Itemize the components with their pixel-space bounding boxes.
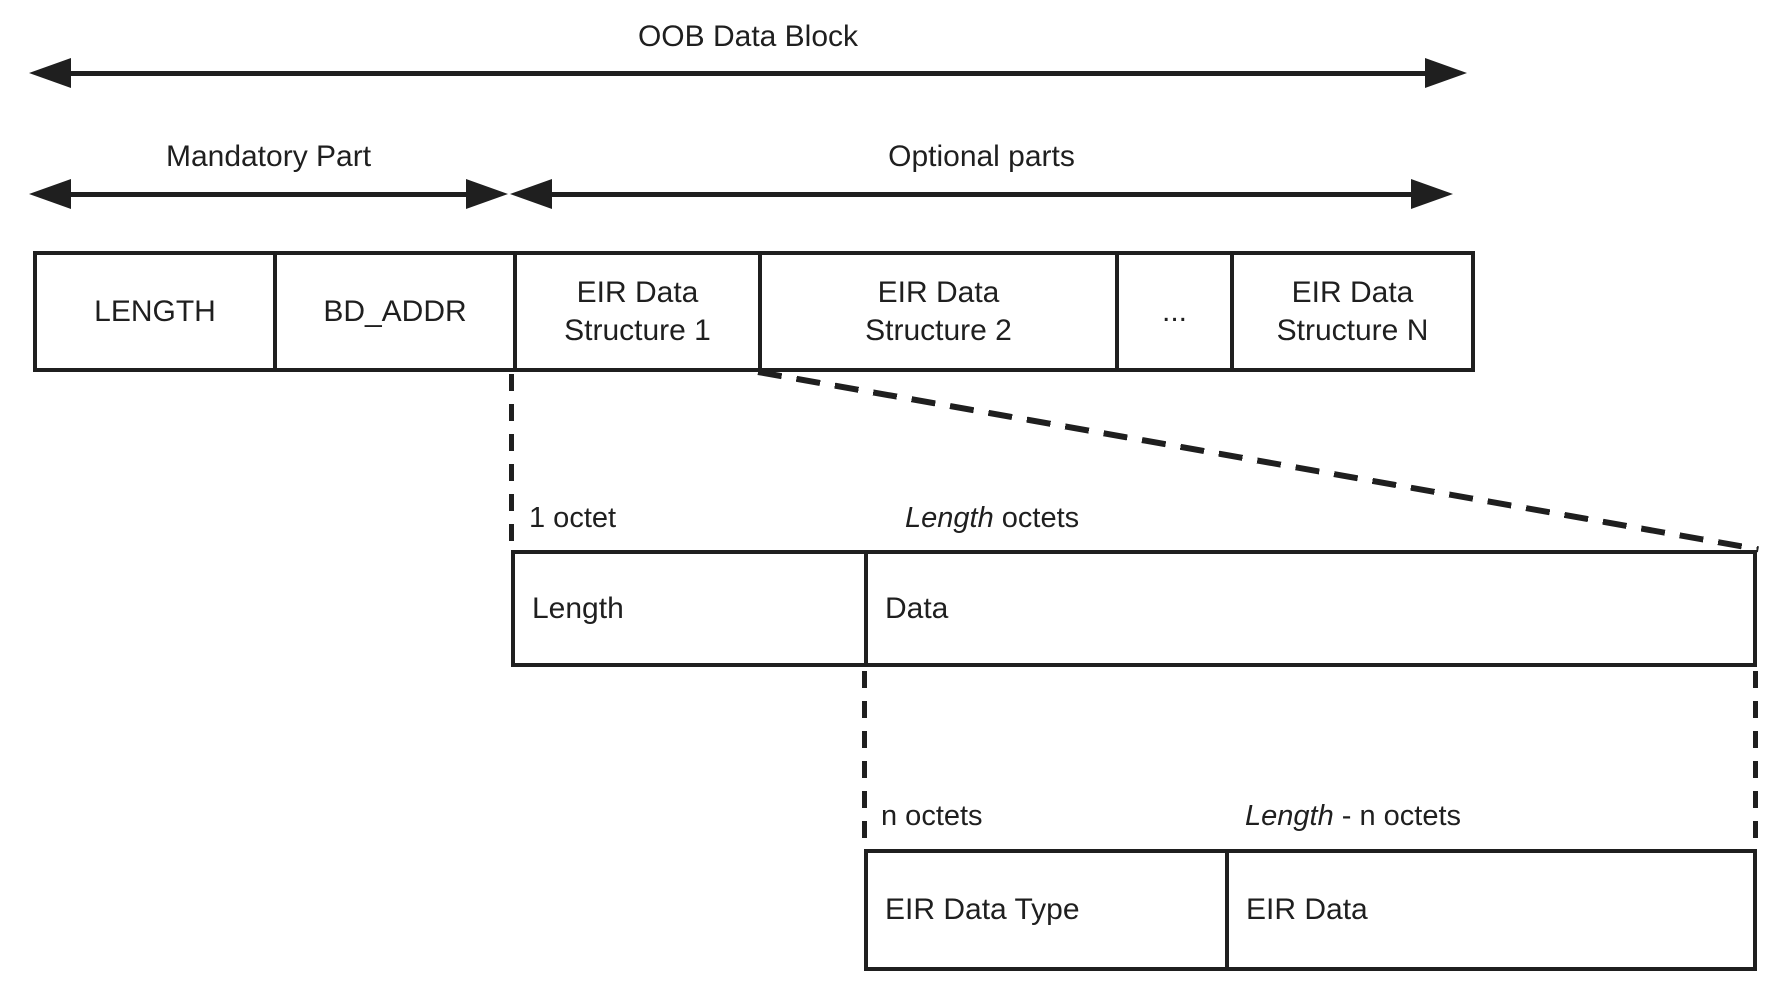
- cell-text: EIR Data: [576, 275, 699, 309]
- cell-bd-addr: BD_ADDR: [273, 255, 513, 368]
- mandatory-part-label: Mandatory Part: [165, 140, 372, 173]
- cell-eir-data: EIR Data: [1225, 853, 1753, 967]
- cell-text: EIR Data Type: [885, 893, 1080, 926]
- oob-block-table: LENGTH BD_ADDR EIR Data Structure 1 EIR …: [33, 251, 1475, 372]
- cell-structure-data: Data: [864, 554, 1753, 663]
- oob-span-arrowhead-left-icon: [29, 58, 71, 88]
- length-minus-n-octets-label: Length - n octets: [1245, 800, 1461, 832]
- eir-structure-table: Length Data: [511, 550, 1757, 667]
- cell-text: Length: [532, 591, 624, 625]
- cell-text: Structure 2: [865, 313, 1012, 347]
- cell-text: ...: [1161, 294, 1187, 328]
- optional-arrow-line: [521, 192, 1444, 197]
- optional-parts-label: Optional parts: [888, 140, 1075, 173]
- cell-text: EIR Data: [1291, 275, 1414, 309]
- cell-text: Data: [885, 591, 949, 625]
- expansion-dashed-line-left: [509, 374, 514, 546]
- oob-span-arrow-line: [40, 71, 1434, 76]
- one-octet-label: 1 octet: [529, 502, 617, 534]
- length-octets-label: Length octets: [905, 502, 1079, 534]
- optional-arrowhead-right-icon: [1411, 179, 1453, 209]
- cell-ellipsis: ...: [1115, 255, 1230, 368]
- cell-structure-length: Length: [515, 554, 864, 663]
- length-minus-n-octets-label-italic: Length: [1245, 800, 1334, 832]
- oob-data-block-label: OOB Data Block: [637, 20, 859, 53]
- cell-text: LENGTH: [94, 294, 216, 328]
- cell-eir-data-structure-n: EIR Data Structure N: [1230, 255, 1471, 368]
- n-octets-label: n octets: [881, 800, 983, 832]
- cell-text: EIR Data: [1246, 893, 1368, 926]
- data-expansion-dashed-line-left: [862, 671, 867, 845]
- mandatory-arrow-line: [40, 192, 470, 197]
- cell-eir-data-type: EIR Data Type: [868, 853, 1225, 967]
- length-minus-n-octets-label-rest: - n octets: [1333, 800, 1462, 832]
- length-octets-label-rest: octets: [993, 502, 1080, 534]
- cell-eir-data-structure-2: EIR Data Structure 2: [758, 255, 1115, 368]
- length-octets-label-italic: Length: [905, 502, 994, 534]
- cell-length: LENGTH: [37, 255, 273, 368]
- mandatory-arrowhead-right-icon: [466, 179, 508, 209]
- optional-arrowhead-left-icon: [510, 179, 552, 209]
- data-expansion-dashed-line-right: [1753, 671, 1758, 845]
- cell-text: Structure N: [1276, 313, 1429, 347]
- mandatory-arrowhead-left-icon: [29, 179, 71, 209]
- cell-text: BD_ADDR: [323, 294, 467, 328]
- oob-span-arrowhead-right-icon: [1425, 58, 1467, 88]
- cell-text: EIR Data: [877, 275, 1000, 309]
- cell-text: Structure 1: [564, 313, 711, 347]
- cell-eir-data-structure-1: EIR Data Structure 1: [513, 255, 758, 368]
- eir-data-table: EIR Data Type EIR Data: [864, 849, 1757, 971]
